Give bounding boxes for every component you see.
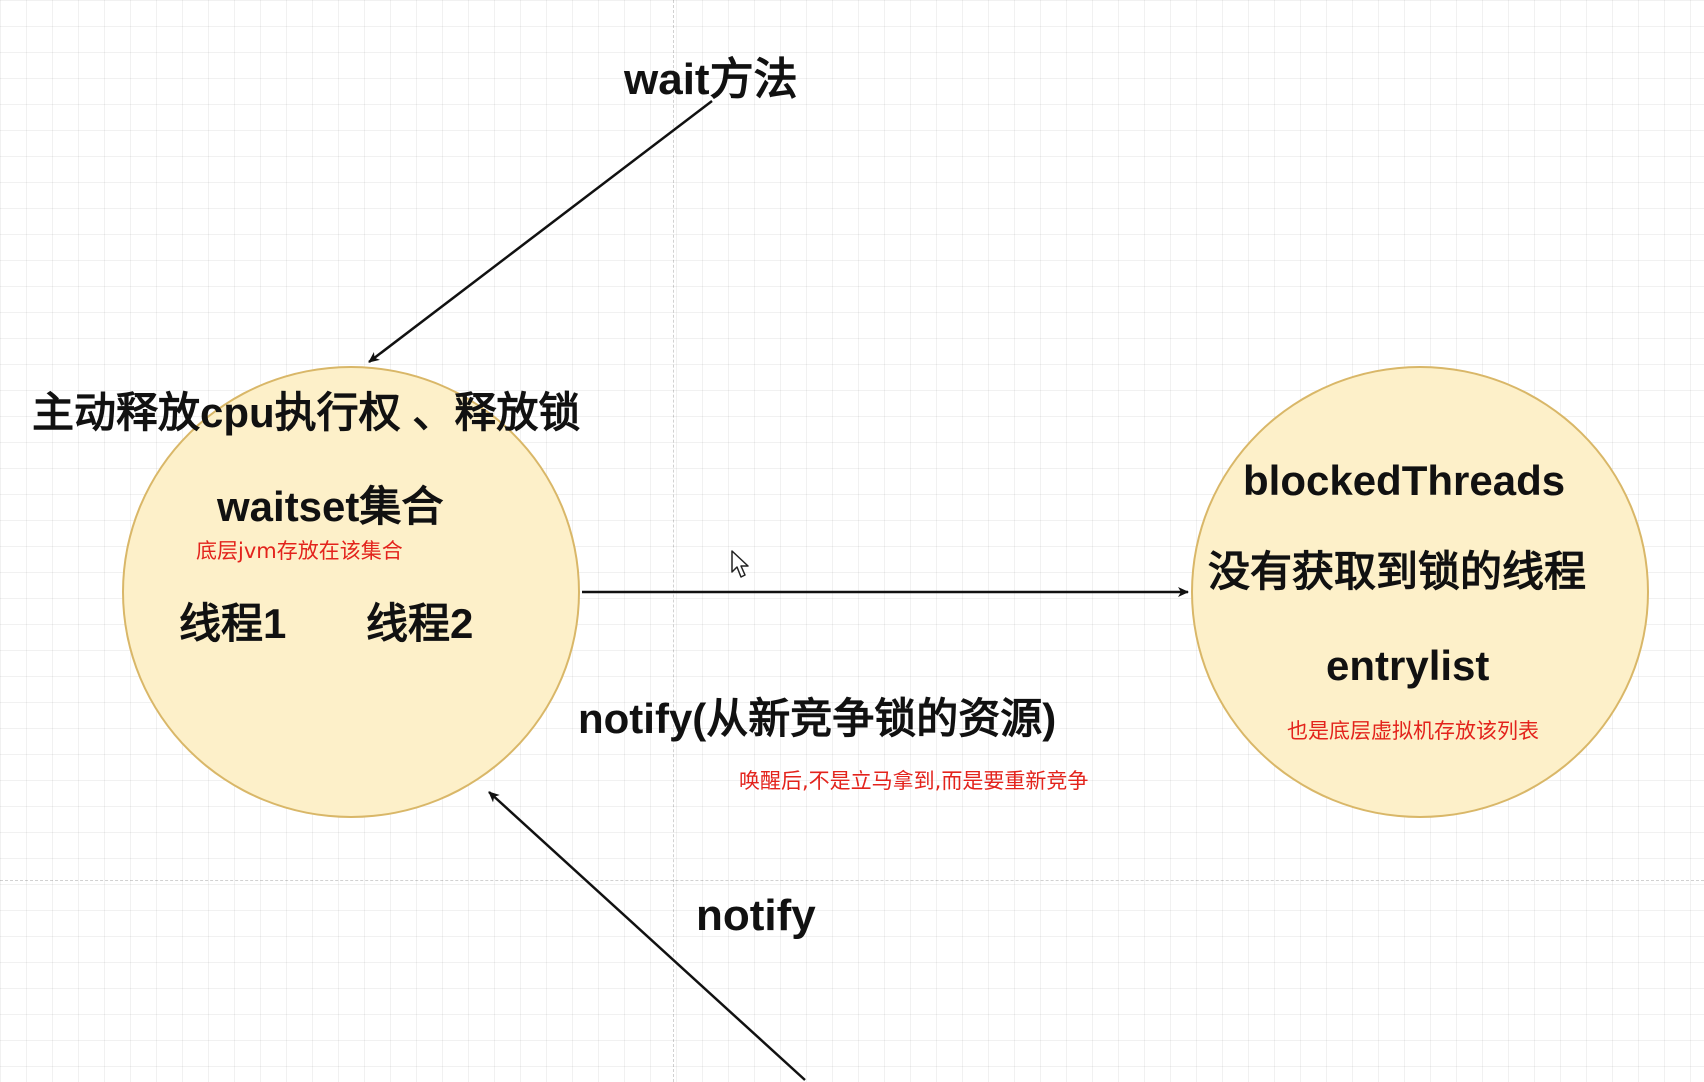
waitset-node[interactable] xyxy=(122,366,580,818)
notify-note: 唤醒后,不是立马拿到,而是要重新竞争 xyxy=(739,769,1089,793)
blocked-threads-subtitle: 没有获取到锁的线程 xyxy=(1208,548,1587,595)
notify-bottom-label: notify xyxy=(696,891,816,940)
horizontal-guide xyxy=(0,880,1704,881)
thread-2-label: 线程2 xyxy=(366,600,474,647)
waitset-note: 底层jvm存放在该集合 xyxy=(196,539,403,563)
blocked-threads-node[interactable] xyxy=(1191,366,1649,818)
waitset-title: waitset集合 xyxy=(217,483,444,530)
notify-arrow[interactable] xyxy=(488,791,806,1081)
thread-1-label: 线程1 xyxy=(179,600,287,647)
mouse-cursor-icon xyxy=(731,550,749,578)
wait-arrow[interactable] xyxy=(368,100,713,363)
release-cpu-label: 主动释放cpu执行权 、释放锁 xyxy=(32,389,581,436)
entrylist-label: entrylist xyxy=(1326,642,1490,689)
blocked-threads-note: 也是底层虚拟机存放该列表 xyxy=(1287,719,1539,743)
notify-compete-label: notify(从新竞争锁的资源) xyxy=(578,695,1057,742)
blocked-threads-title: blockedThreads xyxy=(1243,457,1566,504)
vertical-guide xyxy=(673,0,674,1082)
wait-method-label: wait方法 xyxy=(624,55,798,104)
